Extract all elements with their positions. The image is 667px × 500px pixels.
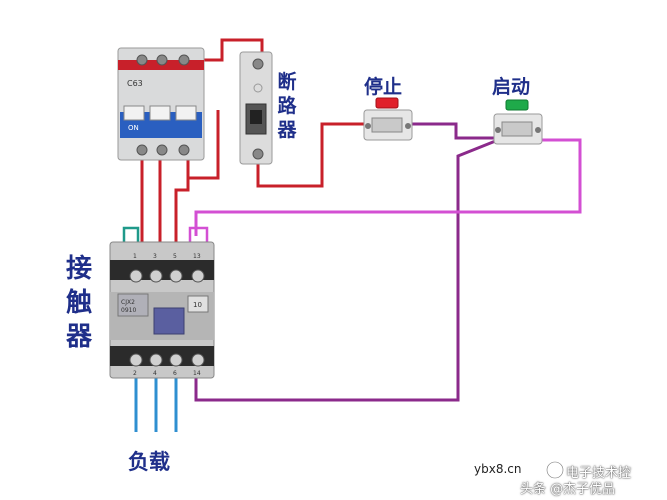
teal-wire-loop	[122, 226, 140, 248]
start-label: 启动	[492, 76, 531, 98]
single-pole-breaker	[239, 51, 273, 165]
contactor-label-char-2: 触	[65, 288, 92, 318]
purple-wire-stop-start	[410, 122, 498, 140]
contactor-model-1: CJX2	[121, 299, 135, 306]
contactor-bottom-terminal-6: 6	[173, 370, 177, 377]
contactor-top-terminal-13: 13	[193, 253, 201, 260]
breaker-label-char-2: 路	[277, 95, 297, 117]
start-button	[493, 99, 543, 145]
red-wire-l3-branch	[188, 110, 220, 180]
watermark-source: 头条 @杰子优品	[520, 482, 616, 497]
breaker-rating: C63	[127, 79, 143, 88]
red-wire-l3	[174, 158, 190, 250]
breaker-label-char-3: 器	[277, 119, 297, 141]
breaker-label-char-1: 断	[277, 71, 297, 93]
contactor-top-terminal-5: 5	[173, 253, 177, 260]
red-wire-control	[256, 122, 366, 188]
contactor-model-2: 0910	[121, 307, 136, 314]
contactor-top-terminal-1: 1	[133, 253, 137, 260]
contactor-bottom-terminal-2: 2	[133, 370, 137, 377]
contactor-aux-mark: 10	[193, 301, 202, 309]
breaker-on-mark: ON	[128, 124, 139, 132]
contactor-label: 接 触 器	[64, 252, 94, 354]
stop-label: 停止	[364, 76, 403, 98]
magenta-wire-aux	[188, 226, 209, 248]
contactor-bottom-terminal-4: 4	[153, 370, 157, 377]
watermark-site: ybx8.cn	[474, 462, 522, 476]
contactor-bottom-terminal-14: 14	[193, 370, 201, 377]
stop-button	[363, 97, 413, 141]
purple-wire-return	[194, 138, 499, 402]
wechat-icon	[546, 461, 564, 479]
watermark-channel: 电子技术控	[566, 466, 632, 481]
contactor-top-terminal-3: 3	[153, 253, 157, 260]
red-wire-feed	[190, 38, 264, 62]
magenta-wire-coil	[194, 138, 582, 236]
load-label: 负载	[128, 450, 170, 474]
three-pole-breaker: C63 ON	[117, 47, 205, 161]
contactor-label-char-1: 接	[65, 254, 92, 284]
contactor-label-char-3: 器	[65, 322, 92, 352]
breaker-label: 断 路 器	[275, 70, 299, 142]
contactor: CJX2 0910 10 1 3 5 13 2 4 6 14	[109, 241, 215, 379]
